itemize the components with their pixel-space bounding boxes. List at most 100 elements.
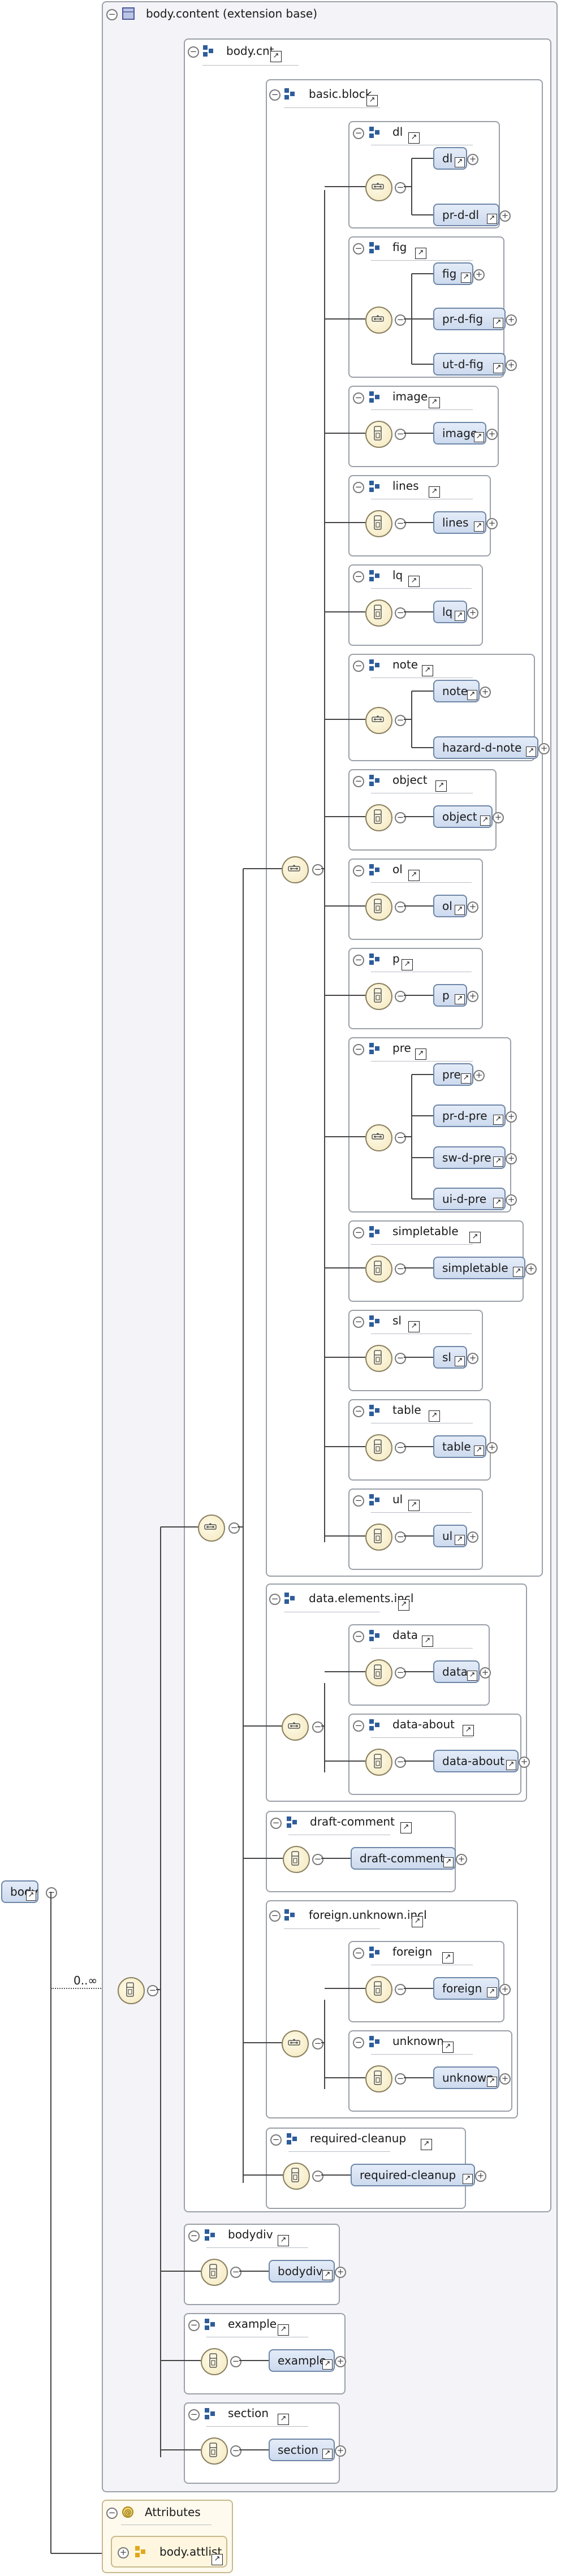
link-arrow-icon[interactable]: ↗ [455, 1534, 465, 1545]
expand-toggle-icon[interactable]: + [493, 812, 504, 823]
link-arrow-icon[interactable]: ↗ [493, 318, 503, 328]
collapse-toggle-icon[interactable]: − [395, 901, 406, 913]
link-arrow-icon[interactable]: ↗ [402, 959, 413, 970]
sequence-compositor-icon[interactable] [283, 2162, 310, 2190]
link-arrow-icon[interactable]: ↗ [429, 397, 440, 408]
element-node[interactable]: draft-comment↗ [351, 1846, 456, 1870]
collapse-toggle-icon[interactable]: − [353, 661, 364, 672]
link-arrow-icon[interactable]: ↗ [493, 1115, 503, 1125]
element-node[interactable]: p↗ [433, 983, 467, 1007]
expand-toggle-icon[interactable]: + [473, 269, 485, 281]
link-arrow-icon[interactable]: ↗ [480, 815, 490, 826]
link-arrow-icon[interactable]: ↗ [474, 432, 484, 442]
link-arrow-icon[interactable]: ↗ [322, 2269, 333, 2280]
expand-toggle-icon[interactable]: + [467, 990, 478, 1002]
collapse-toggle-icon[interactable]: − [312, 864, 323, 875]
collapse-toggle-icon[interactable]: − [395, 607, 406, 619]
collapse-toggle-icon[interactable]: − [395, 314, 406, 326]
link-arrow-icon[interactable]: ↗ [461, 273, 471, 283]
element-node[interactable]: pr-d-fig↗ [433, 308, 506, 330]
choice-compositor-icon[interactable] [365, 307, 392, 334]
link-arrow-icon[interactable]: ↗ [415, 248, 426, 259]
element-node[interactable]: bodydiv↗ [269, 2259, 335, 2282]
element-node[interactable]: sl↗ [433, 1345, 467, 1369]
collapse-toggle-icon[interactable]: − [353, 955, 364, 966]
element-node[interactable]: foreign↗ [433, 1977, 499, 2000]
sequence-compositor-icon[interactable] [365, 893, 392, 921]
link-arrow-icon[interactable]: ↗ [467, 690, 477, 700]
expand-toggle-icon[interactable]: + [118, 2547, 129, 2558]
element-node[interactable]: object↗ [433, 805, 493, 828]
expand-toggle-icon[interactable]: + [480, 687, 491, 698]
link-arrow-icon[interactable]: ↗ [408, 1321, 420, 1332]
sequence-compositor-icon[interactable] [365, 2065, 392, 2092]
collapse-toggle-icon[interactable]: − [353, 392, 364, 404]
link-arrow-icon[interactable]: ↗ [487, 214, 497, 224]
collapse-toggle-icon[interactable]: − [353, 1317, 364, 1328]
expand-toggle-icon[interactable]: + [467, 1352, 478, 1364]
collapse-toggle-icon[interactable]: − [353, 243, 364, 254]
expand-toggle-icon[interactable]: + [473, 1070, 485, 1081]
expand-toggle-icon[interactable]: + [499, 2073, 511, 2085]
link-arrow-icon[interactable]: ↗ [322, 2359, 333, 2370]
link-arrow-icon[interactable]: ↗ [487, 2076, 497, 2087]
choice-compositor-icon[interactable] [282, 1714, 309, 1741]
collapse-toggle-icon[interactable]: − [188, 2320, 200, 2331]
link-arrow-icon[interactable]: ↗ [442, 2042, 454, 2053]
collapse-toggle-icon[interactable]: − [353, 1948, 364, 1959]
collapse-toggle-icon[interactable]: − [147, 1985, 158, 1996]
collapse-toggle-icon[interactable]: − [353, 1631, 364, 1642]
sequence-compositor-icon[interactable] [365, 420, 392, 448]
link-arrow-icon[interactable]: ↗ [278, 2324, 289, 2336]
collapse-toggle-icon[interactable]: − [395, 715, 406, 726]
link-arrow-icon[interactable]: ↗ [322, 2448, 333, 2459]
element-node[interactable]: note↗ [433, 680, 480, 702]
link-arrow-icon[interactable]: ↗ [493, 1198, 503, 1208]
collapse-toggle-icon[interactable]: − [353, 865, 364, 877]
expand-toggle-icon[interactable]: + [499, 1983, 511, 1995]
collapse-toggle-icon[interactable]: − [269, 1910, 280, 1922]
element-node[interactable]: pr-d-pre↗ [433, 1104, 506, 1128]
link-arrow-icon[interactable]: ↗ [270, 51, 282, 62]
link-arrow-icon[interactable]: ↗ [366, 95, 378, 106]
element-node[interactable]: ui-d-pre↗ [433, 1188, 506, 1210]
collapse-toggle-icon[interactable]: − [228, 1522, 240, 1534]
collapse-toggle-icon[interactable]: − [353, 2037, 364, 2048]
link-arrow-icon[interactable]: ↗ [26, 1891, 36, 1901]
expand-toggle-icon[interactable]: + [467, 1531, 478, 1543]
expand-toggle-icon[interactable]: + [506, 1194, 517, 1206]
sequence-compositor-icon[interactable] [365, 1434, 392, 1461]
element-node[interactable]: lines↗ [433, 511, 486, 534]
collapse-toggle-icon[interactable]: − [395, 812, 406, 823]
sequence-compositor-icon[interactable] [365, 804, 392, 831]
element-node[interactable]: data-about↗ [433, 1749, 519, 1772]
link-arrow-icon[interactable]: ↗ [422, 1636, 433, 1647]
link-arrow-icon[interactable]: ↗ [487, 1987, 497, 1997]
element-node[interactable]: section↗ [269, 2438, 335, 2461]
collapse-toggle-icon[interactable]: − [395, 1132, 406, 1144]
collapse-toggle-icon[interactable]: − [395, 1667, 406, 1679]
element-node[interactable]: dl↗ [433, 147, 467, 170]
collapse-toggle-icon[interactable]: − [188, 46, 199, 58]
element-node[interactable]: sw-d-pre↗ [433, 1146, 506, 1169]
element-node[interactable]: simpletable↗ [433, 1256, 525, 1279]
collapse-toggle-icon[interactable]: − [188, 2409, 200, 2420]
collapse-toggle-icon[interactable]: − [46, 1887, 57, 1898]
expand-toggle-icon[interactable]: + [525, 1263, 537, 1275]
link-arrow-icon[interactable]: ↗ [463, 1725, 474, 1736]
link-arrow-icon[interactable]: ↗ [408, 870, 420, 881]
link-arrow-icon[interactable]: ↗ [526, 747, 536, 757]
link-arrow-icon[interactable]: ↗ [469, 1232, 481, 1243]
collapse-toggle-icon[interactable]: − [353, 1044, 364, 1055]
sequence-compositor-icon[interactable] [365, 1975, 392, 2003]
link-arrow-icon[interactable]: ↗ [422, 665, 433, 676]
sequence-compositor-icon[interactable] [118, 1977, 145, 2004]
choice-compositor-icon[interactable] [282, 856, 309, 883]
link-arrow-icon[interactable]: ↗ [455, 1356, 465, 1366]
sequence-compositor-icon[interactable] [201, 2348, 228, 2375]
link-arrow-icon[interactable]: ↗ [461, 1073, 471, 1084]
element-node[interactable]: lq↗ [433, 600, 467, 623]
link-arrow-icon[interactable]: ↗ [467, 1670, 477, 1681]
collapse-toggle-icon[interactable]: − [353, 1227, 364, 1239]
expand-toggle-icon[interactable]: + [335, 2355, 346, 2367]
